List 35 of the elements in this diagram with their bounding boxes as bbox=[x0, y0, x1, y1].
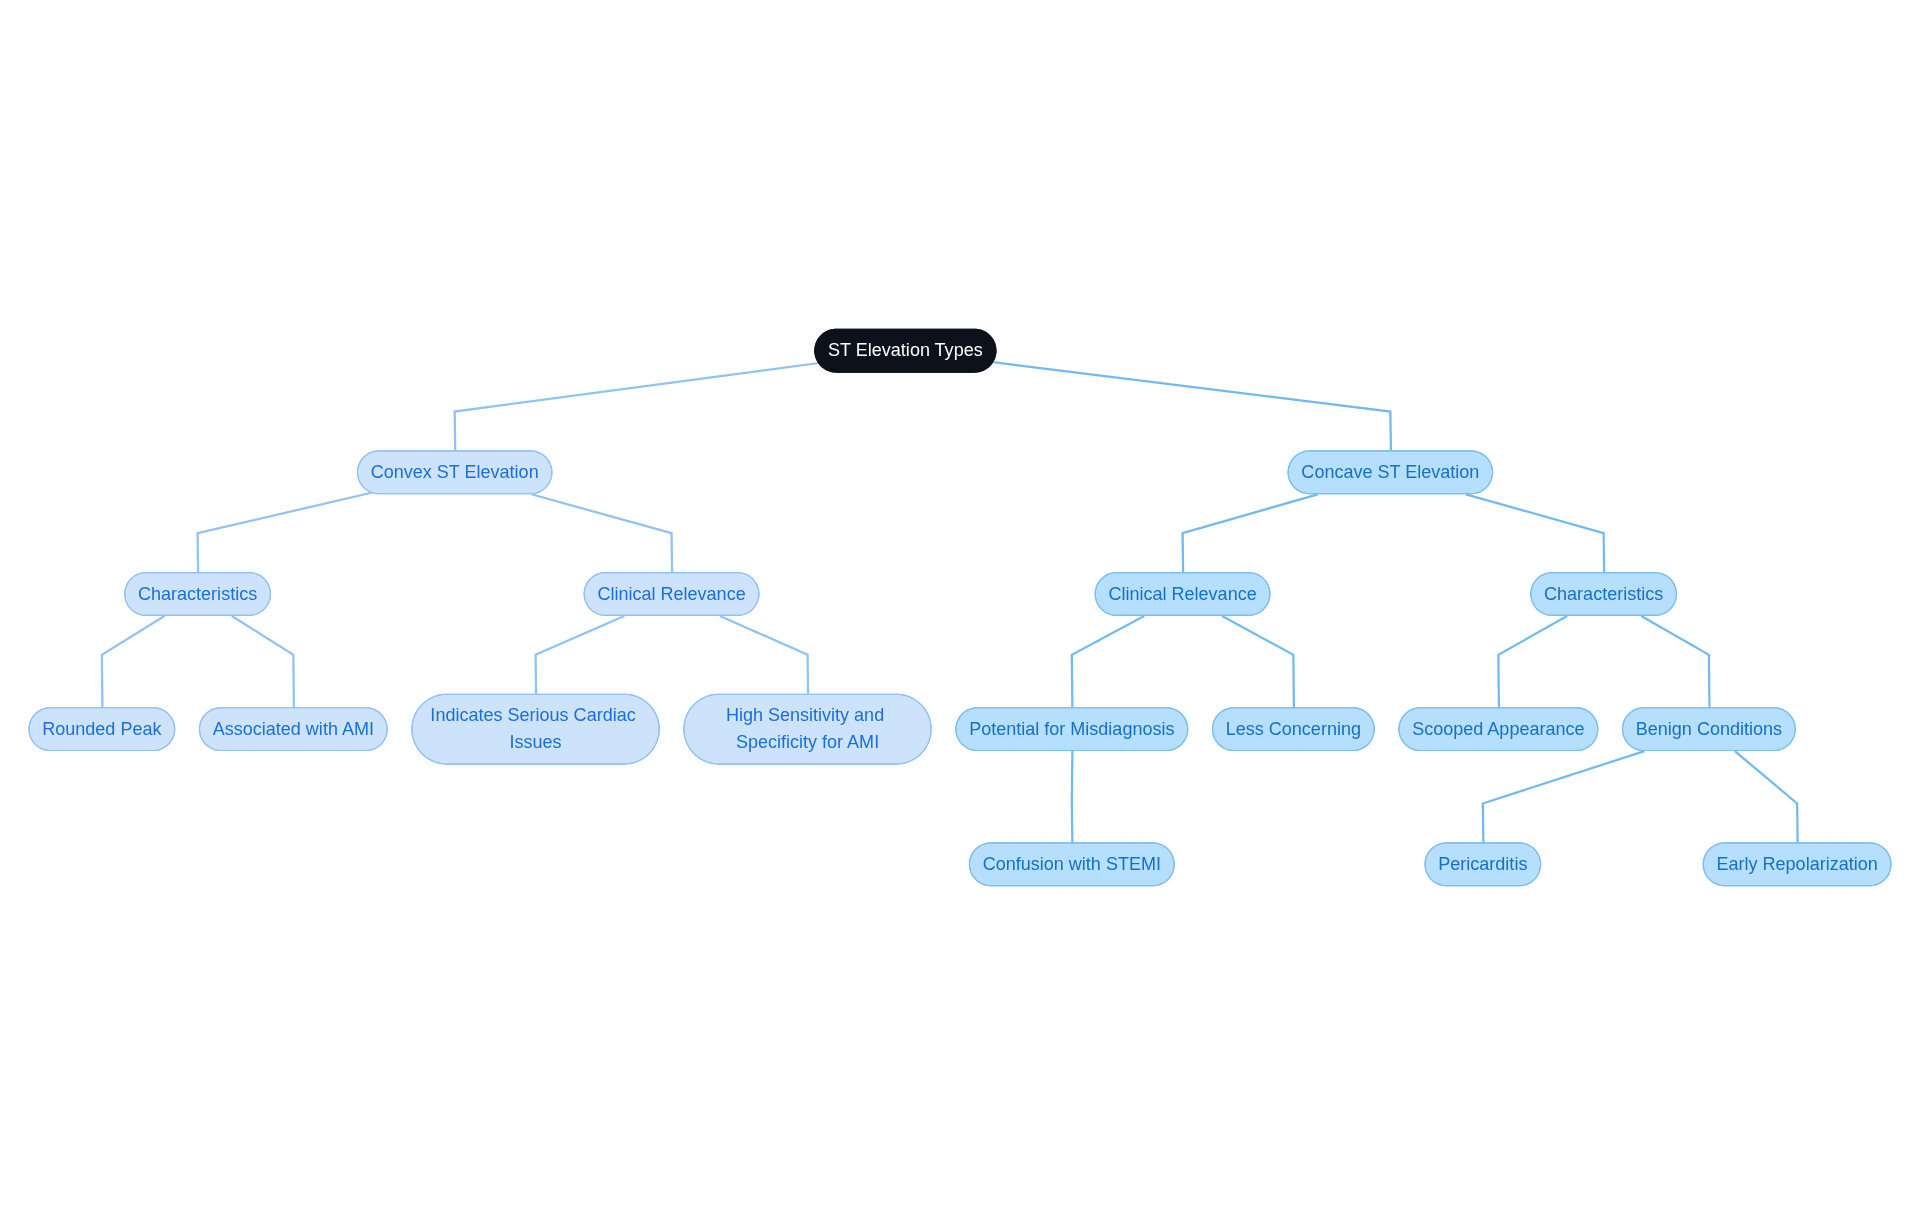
topic-node: Potential for Misdiagnosis bbox=[955, 707, 1189, 752]
connector-line bbox=[1481, 750, 1645, 844]
connector-line bbox=[1181, 493, 1319, 574]
connector-line bbox=[1070, 751, 1074, 844]
connector-line bbox=[719, 614, 810, 695]
topic-node: Benign Conditions bbox=[1621, 707, 1796, 752]
topic-node: Early Repolarization bbox=[1702, 842, 1892, 887]
topic-node: Characteristics bbox=[1530, 572, 1677, 616]
topic-node: Pericarditis bbox=[1424, 842, 1542, 887]
topic-node: Clinical Relevance bbox=[1094, 572, 1271, 616]
connector-line bbox=[1221, 614, 1296, 709]
topic-node: Scooped Appearance bbox=[1398, 707, 1599, 752]
connector-line bbox=[534, 614, 625, 695]
connector-line bbox=[531, 493, 674, 574]
connector-line bbox=[196, 491, 372, 574]
topic-node: Clinical Relevance bbox=[583, 572, 760, 616]
connector-line bbox=[1640, 614, 1711, 709]
topic-node: Convex ST Elevation bbox=[356, 450, 553, 495]
topic-node: Associated with AMI bbox=[198, 707, 388, 752]
connector-line bbox=[100, 615, 166, 709]
connector-line bbox=[993, 361, 1393, 452]
central-topic-node: ST Elevation Types bbox=[814, 328, 997, 373]
connector-line bbox=[231, 615, 295, 709]
topic-node: Less Concerning bbox=[1211, 707, 1375, 752]
connector-line bbox=[1497, 614, 1568, 709]
connector-line bbox=[1734, 750, 1799, 844]
topic-node: High Sensitivity and Specificity for AMI bbox=[683, 693, 932, 765]
connector-line bbox=[1465, 493, 1606, 574]
topic-node: Confusion with STEMI bbox=[968, 842, 1175, 887]
topic-node: Indicates Serious Cardiac Issues bbox=[411, 693, 660, 765]
connector-line bbox=[453, 361, 820, 452]
topic-node: Characteristics bbox=[124, 572, 271, 616]
topic-node: Rounded Peak bbox=[28, 707, 176, 752]
topic-node: Concave ST Elevation bbox=[1287, 450, 1494, 495]
connector-line bbox=[1070, 614, 1145, 709]
